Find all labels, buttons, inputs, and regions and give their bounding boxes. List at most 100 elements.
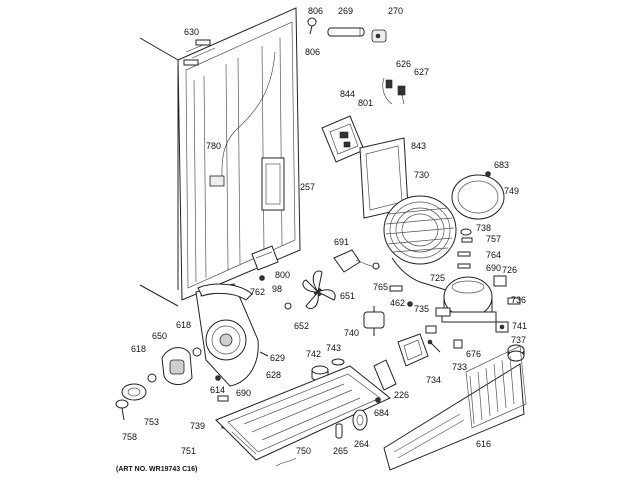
cover-735 — [425, 325, 437, 334]
fan-motor-691 — [333, 249, 381, 273]
label-780: 780 — [206, 141, 222, 151]
screw-462 — [407, 301, 413, 307]
clamp-270 — [371, 29, 387, 43]
tube-765 — [389, 285, 403, 292]
screw-690-lower — [217, 395, 229, 402]
label-257: 257 — [300, 182, 316, 192]
base-plate-751 — [215, 365, 391, 461]
label-738: 738 — [476, 223, 492, 233]
control-board-844 — [321, 115, 365, 163]
compressor-725 — [419, 276, 497, 323]
overload-741 — [495, 321, 509, 333]
label-683: 683 — [494, 160, 510, 170]
label-98: 98 — [272, 284, 283, 294]
label-651: 651 — [340, 291, 356, 301]
art-number-caption: (ART NO. WR19743 C16) — [116, 466, 198, 473]
label-739: 739 — [190, 421, 206, 431]
label-736: 736 — [511, 295, 527, 305]
clip-683 — [485, 171, 491, 177]
bracket-630 — [183, 39, 211, 66]
label-844: 844 — [340, 89, 356, 99]
fan-housing-628 — [195, 283, 259, 387]
label-630: 630 — [184, 27, 200, 37]
label-762: 762 — [250, 287, 266, 297]
condenser-coil-730 — [383, 195, 457, 283]
label-753: 753 — [144, 417, 160, 427]
label-764: 764 — [486, 250, 502, 260]
label-270: 270 — [388, 6, 404, 16]
label-628: 628 — [266, 370, 282, 380]
label-801: 801 — [358, 98, 374, 108]
label-226: 226 — [394, 390, 410, 400]
screw-733 — [427, 339, 441, 353]
label-690-upper: 690 — [486, 263, 502, 273]
label-757: 757 — [486, 234, 502, 244]
cabinet-back-panel — [139, 7, 301, 307]
label-265: 265 — [333, 446, 349, 456]
wheel-264 — [352, 409, 368, 431]
grommet-738 — [460, 228, 472, 236]
label-743: 743 — [326, 343, 342, 353]
label-627: 627 — [414, 67, 430, 77]
label-733: 733 — [452, 362, 468, 372]
capacitor-737 — [507, 344, 525, 362]
grille-616 — [383, 345, 527, 471]
valve-806 — [307, 17, 317, 35]
label-726: 726 — [502, 265, 518, 275]
label-650: 650 — [152, 331, 168, 341]
label-749: 749 — [504, 186, 520, 196]
damper-800 — [251, 245, 279, 271]
screw-684 — [375, 397, 381, 403]
evap-fan-motor-650 — [161, 347, 193, 385]
tube-265 — [335, 423, 343, 439]
wire-harness-626 — [382, 77, 393, 105]
strain-relief-676 — [453, 339, 463, 349]
label-614: 614 — [210, 385, 226, 395]
label-462: 462 — [390, 298, 406, 308]
label-730: 730 — [414, 170, 430, 180]
label-618-upper: 618 — [176, 320, 192, 330]
fan-shroud-749 — [451, 174, 505, 220]
grommet-618-upper — [192, 347, 202, 357]
duct-762 — [197, 283, 253, 301]
label-751: 751 — [181, 446, 197, 456]
shaft-758 — [115, 399, 129, 421]
screw-690-upper — [457, 263, 471, 269]
label-806: 806 — [305, 47, 321, 57]
bracket-226 — [373, 359, 397, 391]
grommet-618-lower — [147, 373, 157, 383]
label-758: 758 — [122, 432, 138, 442]
label-741: 741 — [512, 321, 528, 331]
label-740: 740 — [344, 328, 360, 338]
label-737: 737 — [511, 335, 527, 345]
label-616: 616 — [476, 439, 492, 449]
label-676: 676 — [466, 349, 482, 359]
screw-629 — [259, 351, 269, 357]
label-684: 684 — [374, 408, 390, 418]
tube-269 — [327, 27, 365, 37]
clip-757 — [461, 237, 473, 243]
label-691: 691 — [334, 237, 350, 247]
label-750: 750 — [296, 446, 312, 456]
label-269: 269 — [338, 6, 354, 16]
label-806-top: 806 — [308, 6, 324, 16]
screw-750 — [275, 457, 297, 467]
foot-743 — [331, 358, 345, 366]
label-626: 626 — [396, 59, 412, 69]
connector-736 — [507, 297, 521, 305]
label-735: 735 — [414, 304, 430, 314]
label-652: 652 — [294, 321, 310, 331]
label-765: 765 — [373, 282, 389, 292]
label-843: 843 — [411, 141, 427, 151]
drier-740 — [363, 306, 385, 336]
connector-627 — [397, 85, 406, 105]
screw-614 — [215, 375, 221, 381]
fan-blade-651 — [302, 270, 336, 310]
label-264: 264 — [354, 439, 370, 449]
nut-652 — [284, 302, 292, 310]
label-734: 734 — [426, 375, 442, 385]
motor-753 — [121, 383, 147, 401]
screw-764 — [457, 251, 471, 257]
